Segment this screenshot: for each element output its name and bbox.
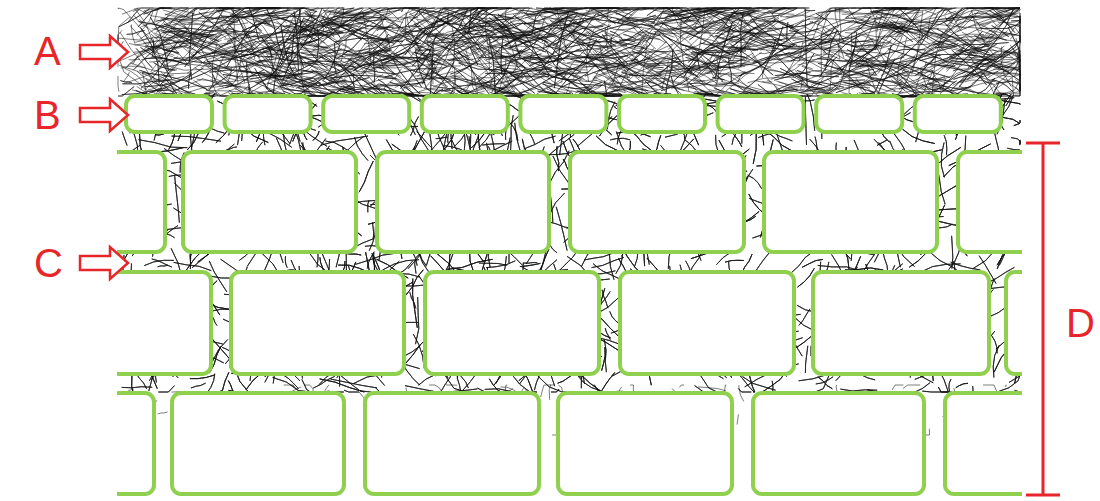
plant-cell [422, 96, 508, 132]
plant-cell [619, 96, 705, 132]
plant-cell [323, 96, 409, 132]
plant-cell [570, 152, 744, 252]
arrow-b [80, 99, 128, 131]
plant-cell [110, 272, 211, 374]
plant-cell [520, 96, 606, 132]
plant-cell [558, 393, 732, 494]
plant-cell [231, 272, 404, 374]
plant-cell [958, 152, 1030, 252]
cell-walls [100, 0, 1038, 501]
plant-cell [225, 96, 311, 132]
plant-cell [110, 152, 165, 252]
pointer-arrows [80, 36, 128, 279]
bracket-d [1026, 143, 1060, 495]
edge-mask [100, 140, 117, 501]
plant-cell [425, 272, 599, 374]
fiber-mesh [118, 8, 1020, 435]
plant-cell [915, 96, 1001, 132]
plant-cell [945, 393, 1030, 494]
plant-cell [183, 152, 356, 252]
plant-cell [764, 152, 937, 252]
arrow-c [80, 247, 128, 279]
arrow-a [80, 36, 128, 68]
region-label: C [34, 243, 63, 283]
fiber-strands [118, 94, 1020, 392]
plant-cell [620, 272, 794, 374]
region-label: B [34, 95, 61, 135]
plant-cell [172, 393, 344, 494]
plant-cell [365, 393, 539, 494]
plant-cell [718, 96, 804, 132]
plant-cell [753, 393, 924, 494]
fiber-strands [118, 8, 1020, 96]
plant-cell [126, 96, 212, 132]
plant-cell [377, 152, 549, 252]
region-label: D [1066, 303, 1095, 343]
plant-cell [816, 96, 902, 132]
region-label: A [34, 31, 61, 71]
plant-cell [813, 272, 989, 374]
edge-mask [1022, 0, 1038, 501]
